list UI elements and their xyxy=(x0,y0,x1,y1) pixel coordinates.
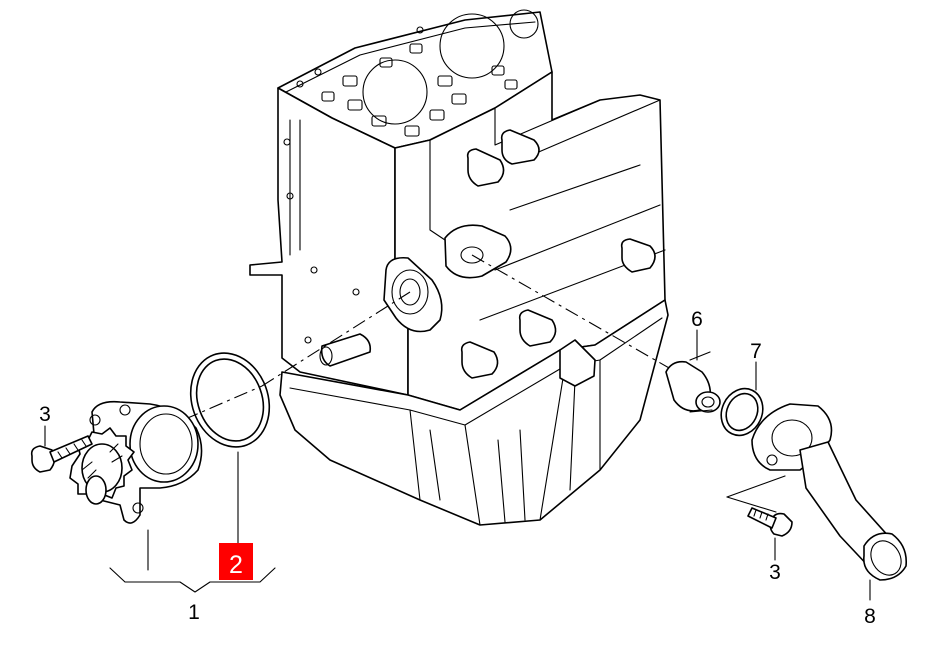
callout-labels: 2 1 3 3 6 7 8 xyxy=(39,308,876,628)
callout-part-3-right[interactable]: 3 xyxy=(769,561,781,584)
callout-part-6[interactable]: 6 xyxy=(691,308,703,331)
water-pump-mount xyxy=(383,256,443,333)
deck-ports xyxy=(296,26,518,137)
callout-part-1[interactable]: 1 xyxy=(188,601,200,624)
cylinder-bore-1 xyxy=(362,59,428,125)
pipe-outlet xyxy=(863,532,908,581)
oil-pan xyxy=(279,299,669,526)
callout-part-2[interactable]: 2 xyxy=(229,551,243,579)
cylinder-bore-2 xyxy=(439,13,505,79)
callout-part-8[interactable]: 8 xyxy=(864,605,876,628)
coolant-pipe xyxy=(751,403,908,601)
bolt-right xyxy=(747,507,793,561)
water-pump xyxy=(69,400,203,524)
block-right-side xyxy=(394,71,666,411)
engine-block xyxy=(249,9,666,411)
o-ring-seal xyxy=(189,352,271,546)
thermostat-seal xyxy=(720,361,764,437)
block-bosses xyxy=(460,129,656,379)
callout-part-3-left[interactable]: 3 xyxy=(39,403,51,426)
callout-part-7[interactable]: 7 xyxy=(750,340,762,363)
shaft-stub xyxy=(320,333,372,367)
leader-part-1 xyxy=(109,529,276,593)
bolt-left xyxy=(30,425,93,473)
thermostat xyxy=(665,329,721,413)
assembly-center-lines xyxy=(159,254,786,513)
thermostat-mount-flange xyxy=(444,224,512,279)
part-2-highlight-box[interactable] xyxy=(219,543,253,580)
